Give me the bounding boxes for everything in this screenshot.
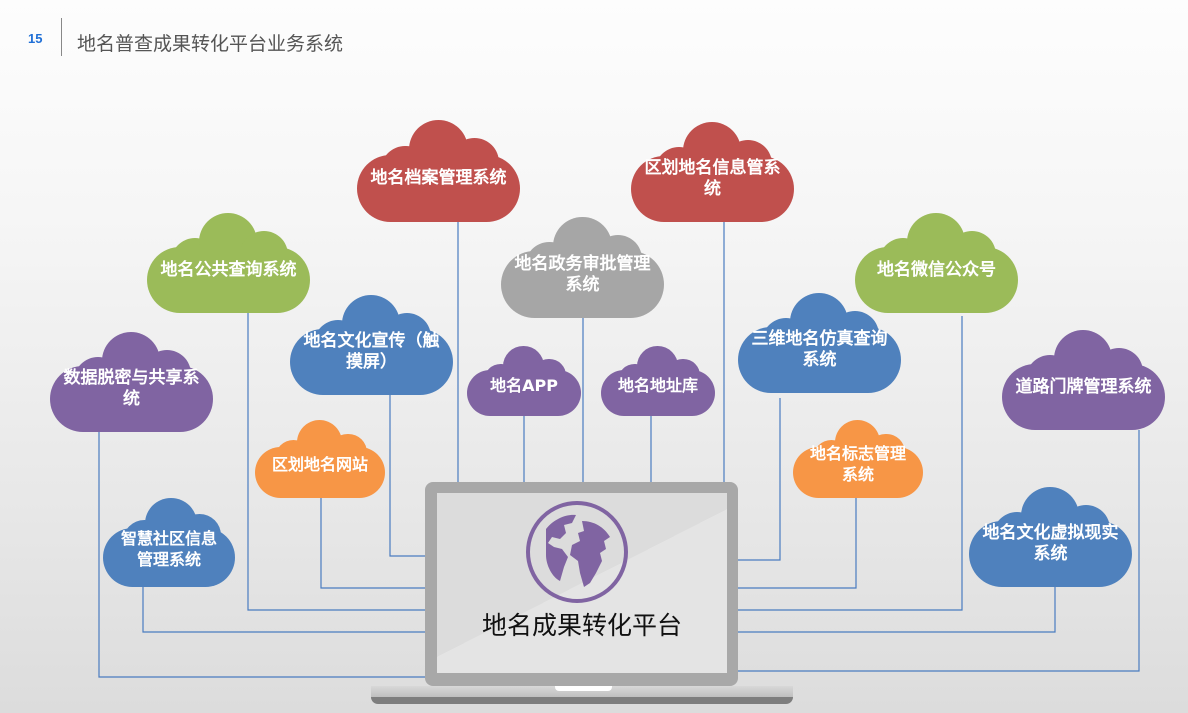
laptop-screen: 地名成果转化平台 [437,493,727,673]
connector [738,316,963,611]
cloud-system-6: 地名文化宣传（触摸屏） [290,295,453,395]
laptop: 地名成果转化平台 [425,482,738,686]
system-label: 区划地名网站 [271,454,368,474]
platform-title: 地名成果转化平台 [481,611,682,640]
cloud-system-1: 地名档案管理系统 [357,120,520,222]
cloud-system-5: 地名微信公众号 [855,213,1018,313]
system-label: 智慧社区信息管理系统 [120,528,217,569]
connector [738,398,781,561]
cloud-system-9: 地名APP [467,346,581,416]
connector [247,313,425,611]
connector [738,587,1056,633]
laptop-base-bottom [371,697,793,704]
system-label: 地名公共查询系统 [160,259,297,280]
laptop-base [371,686,793,698]
cloud-system-4: 地名政务审批管理系统 [501,217,664,318]
connector [389,395,425,557]
system-label: 三维地名仿真查询系统 [751,329,888,370]
cloud-system-2: 区划地名信息管系统 [631,122,794,222]
header-divider [61,18,62,56]
connector [320,498,425,589]
cloud-system-15: 地名文化虚拟现实系统 [969,487,1132,587]
connector [142,587,425,633]
page-title: 地名普查成果转化平台业务系统 [77,33,344,55]
cloud-system-7: 三维地名仿真查询系统 [738,293,901,393]
system-label: 地名政务审批管理系统 [514,253,651,295]
cloud-system-10: 地名地址库 [601,346,715,416]
system-label: 地名微信公众号 [877,259,996,280]
system-label: 地名文化宣传（触摸屏） [303,331,440,372]
globe-icon [526,501,628,603]
cloud-system-8: 数据脱密与共享系统 [50,332,213,432]
system-label: 地名地址库 [617,376,698,396]
cloud-system-12: 区划地名网站 [255,420,385,498]
system-label: 地名文化虚拟现实系统 [982,523,1119,564]
connector [98,432,425,678]
system-label: 区划地名信息管系统 [644,158,781,199]
system-label: 数据脱密与共享系统 [63,368,200,409]
cloud-system-13: 地名标志管理系统 [793,420,923,498]
cloud-system-14: 智慧社区信息管理系统 [103,498,235,587]
cloud-system-3: 地名公共查询系统 [147,213,310,313]
system-label: 地名标志管理系统 [809,444,906,485]
connector [738,498,857,589]
cloud-system-11: 道路门牌管理系统 [1002,330,1165,430]
system-label: 道路门牌管理系统 [1015,376,1152,397]
page-number: 15 [28,31,43,46]
connector [738,430,1140,672]
laptop-notch [555,686,612,691]
system-label: 地名档案管理系统 [370,167,507,188]
system-label: 地名APP [490,376,558,396]
